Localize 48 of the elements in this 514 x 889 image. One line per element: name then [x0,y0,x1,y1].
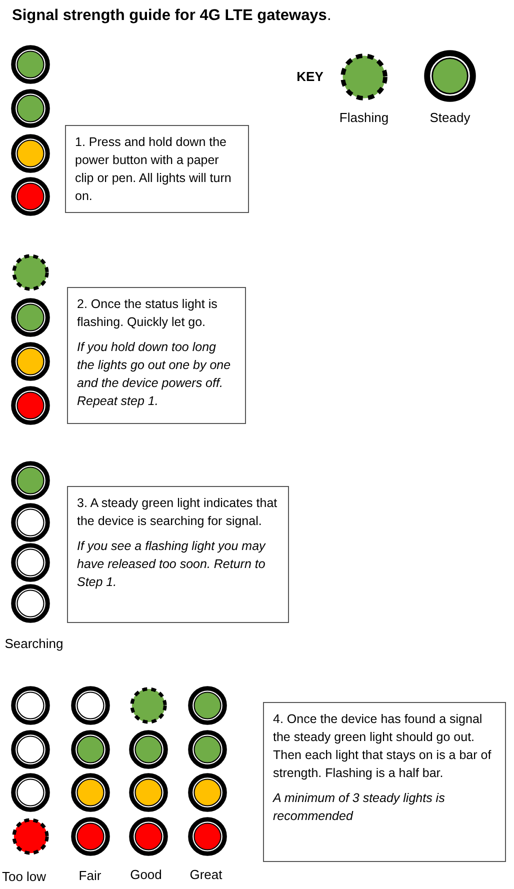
steady-light-icon [10,386,50,424]
instruction-card [65,125,249,213]
instruction-text: 1. Press and hold down the power button with a paper clip or pen. All lights will turn on. [75,134,232,205]
unlit-light-icon [10,730,50,768]
instruction-card [67,287,246,424]
instruction-card [263,702,506,862]
steady-light-icon [188,686,226,724]
steady-light-icon [128,730,168,768]
legend-label: Steady [430,110,470,126]
flashing-light-icon [128,686,168,724]
instruction-card [67,486,289,623]
steady-light-icon [70,816,110,856]
unlit-light-icon [10,584,50,622]
legend-title: KEY [296,69,324,85]
column-label: Fair [78,868,102,884]
steady-light-icon [10,460,50,500]
steady-light-icon [10,44,50,84]
steady-light-icon [188,816,226,856]
steady-light-icon [10,342,50,380]
steady-light-icon [70,730,110,768]
steady-light-icon [188,772,226,812]
unlit-light-icon [10,772,50,812]
column-label: Searching [4,636,64,652]
steady-light-icon [10,88,50,128]
unlit-light-icon [10,502,50,542]
steady-light-icon [10,176,50,216]
instruction-text: 2. Once the status light is flashing. Quickly let go. [77,296,218,331]
column-label: Good [130,867,162,883]
column-label: Too low [2,869,46,885]
flashing-light-icon [10,252,50,292]
instruction-text: 3. A steady green light indicates that the device is searching for signal. [77,495,278,530]
instruction-text: 4. Once the device has found a signal the steady green light should go out. Then each light that stays on is a bar of strength. Flashing is a half bar. [273,711,492,782]
steady-light-icon [10,298,50,336]
note-text: A minimum of 3 steady lights is recommended [273,790,446,825]
page-title: Signal strength guide for 4G LTE gateways. [12,6,332,26]
steady-light-icon [70,772,110,812]
steady-light-icon [128,816,168,856]
note-text: If you hold down too long the lights go out one by one and the device powers off. Repeat step 1. [77,339,232,410]
legend-label: Flashing [339,110,389,126]
unlit-light-icon [70,686,110,724]
unlit-light-icon [10,686,50,724]
note-text: If you see a flashing light you may have released too soon. Return to Step 1. [77,538,267,591]
unlit-light-icon [10,542,50,582]
steady-light-icon [188,730,226,768]
steady-light-icon [128,772,168,812]
flashing-light-icon [10,816,50,856]
column-label: Great [190,867,222,883]
steady-light-icon [10,134,50,172]
